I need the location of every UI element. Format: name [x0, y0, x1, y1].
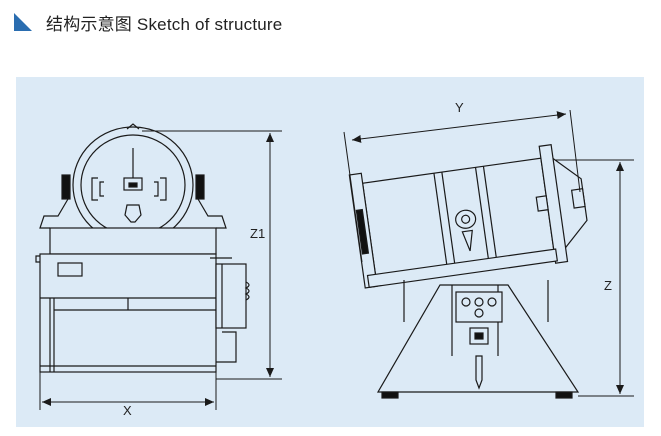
section-header: 结构示意图 Sketch of structure: [14, 10, 282, 34]
front-base-top: [49, 227, 217, 255]
left-yoke: [39, 198, 69, 229]
dimension-z: [555, 159, 634, 397]
right-yoke: [197, 198, 227, 229]
front-base: [39, 253, 217, 373]
front-knob: [124, 204, 142, 223]
label-z: Z: [604, 278, 612, 293]
dimension-x: [39, 372, 217, 410]
right-clamp: [195, 174, 205, 200]
dimension-z1: [142, 130, 282, 380]
left-clamp: [61, 174, 71, 200]
side-hub: [455, 209, 477, 229]
label-z1: Z1: [250, 226, 265, 241]
label-x: X: [123, 403, 132, 418]
label-y: Y: [455, 100, 464, 115]
section-title: 结构示意图 Sketch of structure: [46, 14, 283, 34]
shaft-tip: [475, 355, 483, 390]
drum-top-cap: [126, 123, 140, 130]
right-foot: [555, 391, 573, 399]
nameplate: [57, 262, 83, 277]
right-handle-icon: [160, 177, 167, 201]
dimension-y: [343, 109, 581, 263]
motor-box: [215, 263, 247, 329]
side-view: [348, 143, 588, 399]
left-handle-icon: [91, 177, 98, 201]
left-foot: [381, 391, 399, 399]
front-view: [35, 123, 250, 373]
triangle-marker-icon: [14, 13, 32, 31]
